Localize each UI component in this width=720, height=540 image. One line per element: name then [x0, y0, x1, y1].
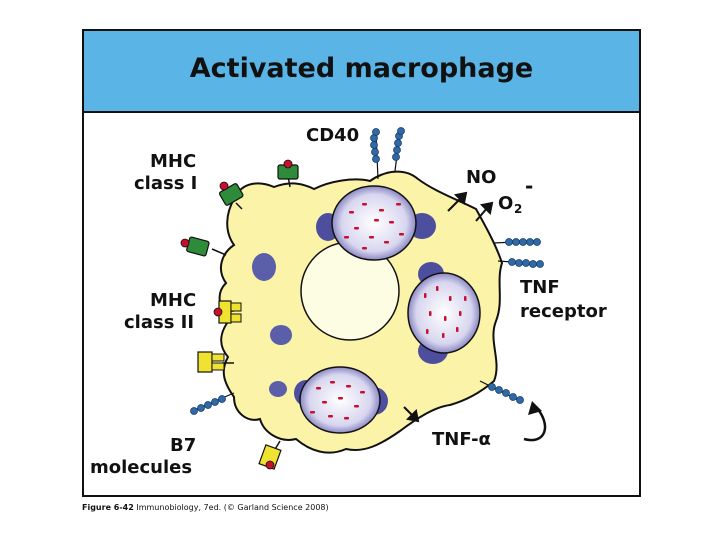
figure-frame: Activated macrophage [82, 29, 641, 497]
tnf-receptor [497, 258, 544, 268]
mhc-class-i-label: class I [134, 173, 197, 194]
phagosome-top [316, 185, 436, 261]
mhc-class-ii-label: MHC [150, 290, 196, 311]
mhc-class-i-molecule [277, 159, 299, 188]
mhc-class-ii-molecule [197, 351, 234, 373]
o2-subscript: 2 [514, 202, 522, 216]
cd40-label: CD40 [306, 125, 359, 146]
o2-superscript: - [525, 174, 533, 198]
macrophage-diagram: CD40 MHC class I MHC class II B7 molecul… [90, 125, 607, 478]
no-label: NO [466, 167, 496, 188]
tnf-receptor-label: receptor [520, 301, 607, 322]
phagosome-right [407, 262, 481, 364]
mhc-class-ii-molecule [213, 300, 242, 324]
o2-secretion-arrow [475, 201, 494, 222]
tnf-receptor [493, 238, 541, 246]
phagosome-bottom [294, 366, 388, 434]
mhc-class-ii-label: class II [124, 312, 194, 333]
small-vesicle [270, 325, 292, 345]
mhc-class-i-molecule [218, 181, 244, 210]
figure-caption: Figure 6-42 Immunobiology, 7ed. (© Garla… [82, 503, 329, 512]
small-vesicle [252, 253, 276, 281]
mhc-class-ii-molecule [258, 440, 282, 470]
no-secretion-arrow [447, 191, 468, 212]
caption-figure-number: Figure 6-42 [82, 503, 134, 512]
tnf-receptor-label: TNF [520, 277, 560, 298]
b7-label: B7 [170, 435, 196, 456]
tnf-alpha-secretion-arrow [403, 406, 420, 423]
mhc-class-i-label: MHC [150, 151, 196, 172]
o2-label: O [498, 193, 513, 214]
title-bar: Activated macrophage [84, 31, 639, 113]
caption-text: Immunobiology, 7ed. (© Garland Science 2… [136, 503, 329, 512]
cd40-receptor [392, 127, 405, 172]
small-vesicle [269, 381, 287, 397]
tnf-binding-curved-arrow [523, 401, 547, 442]
b7-label: molecules [90, 457, 192, 478]
cd40-receptor [370, 128, 380, 180]
tnf-receptor [479, 380, 524, 404]
b7-molecule [190, 392, 235, 415]
tnf-alpha-label: TNF-α [432, 429, 491, 450]
mhc-class-i-molecule [180, 236, 227, 257]
diagram-title: Activated macrophage [189, 53, 534, 84]
